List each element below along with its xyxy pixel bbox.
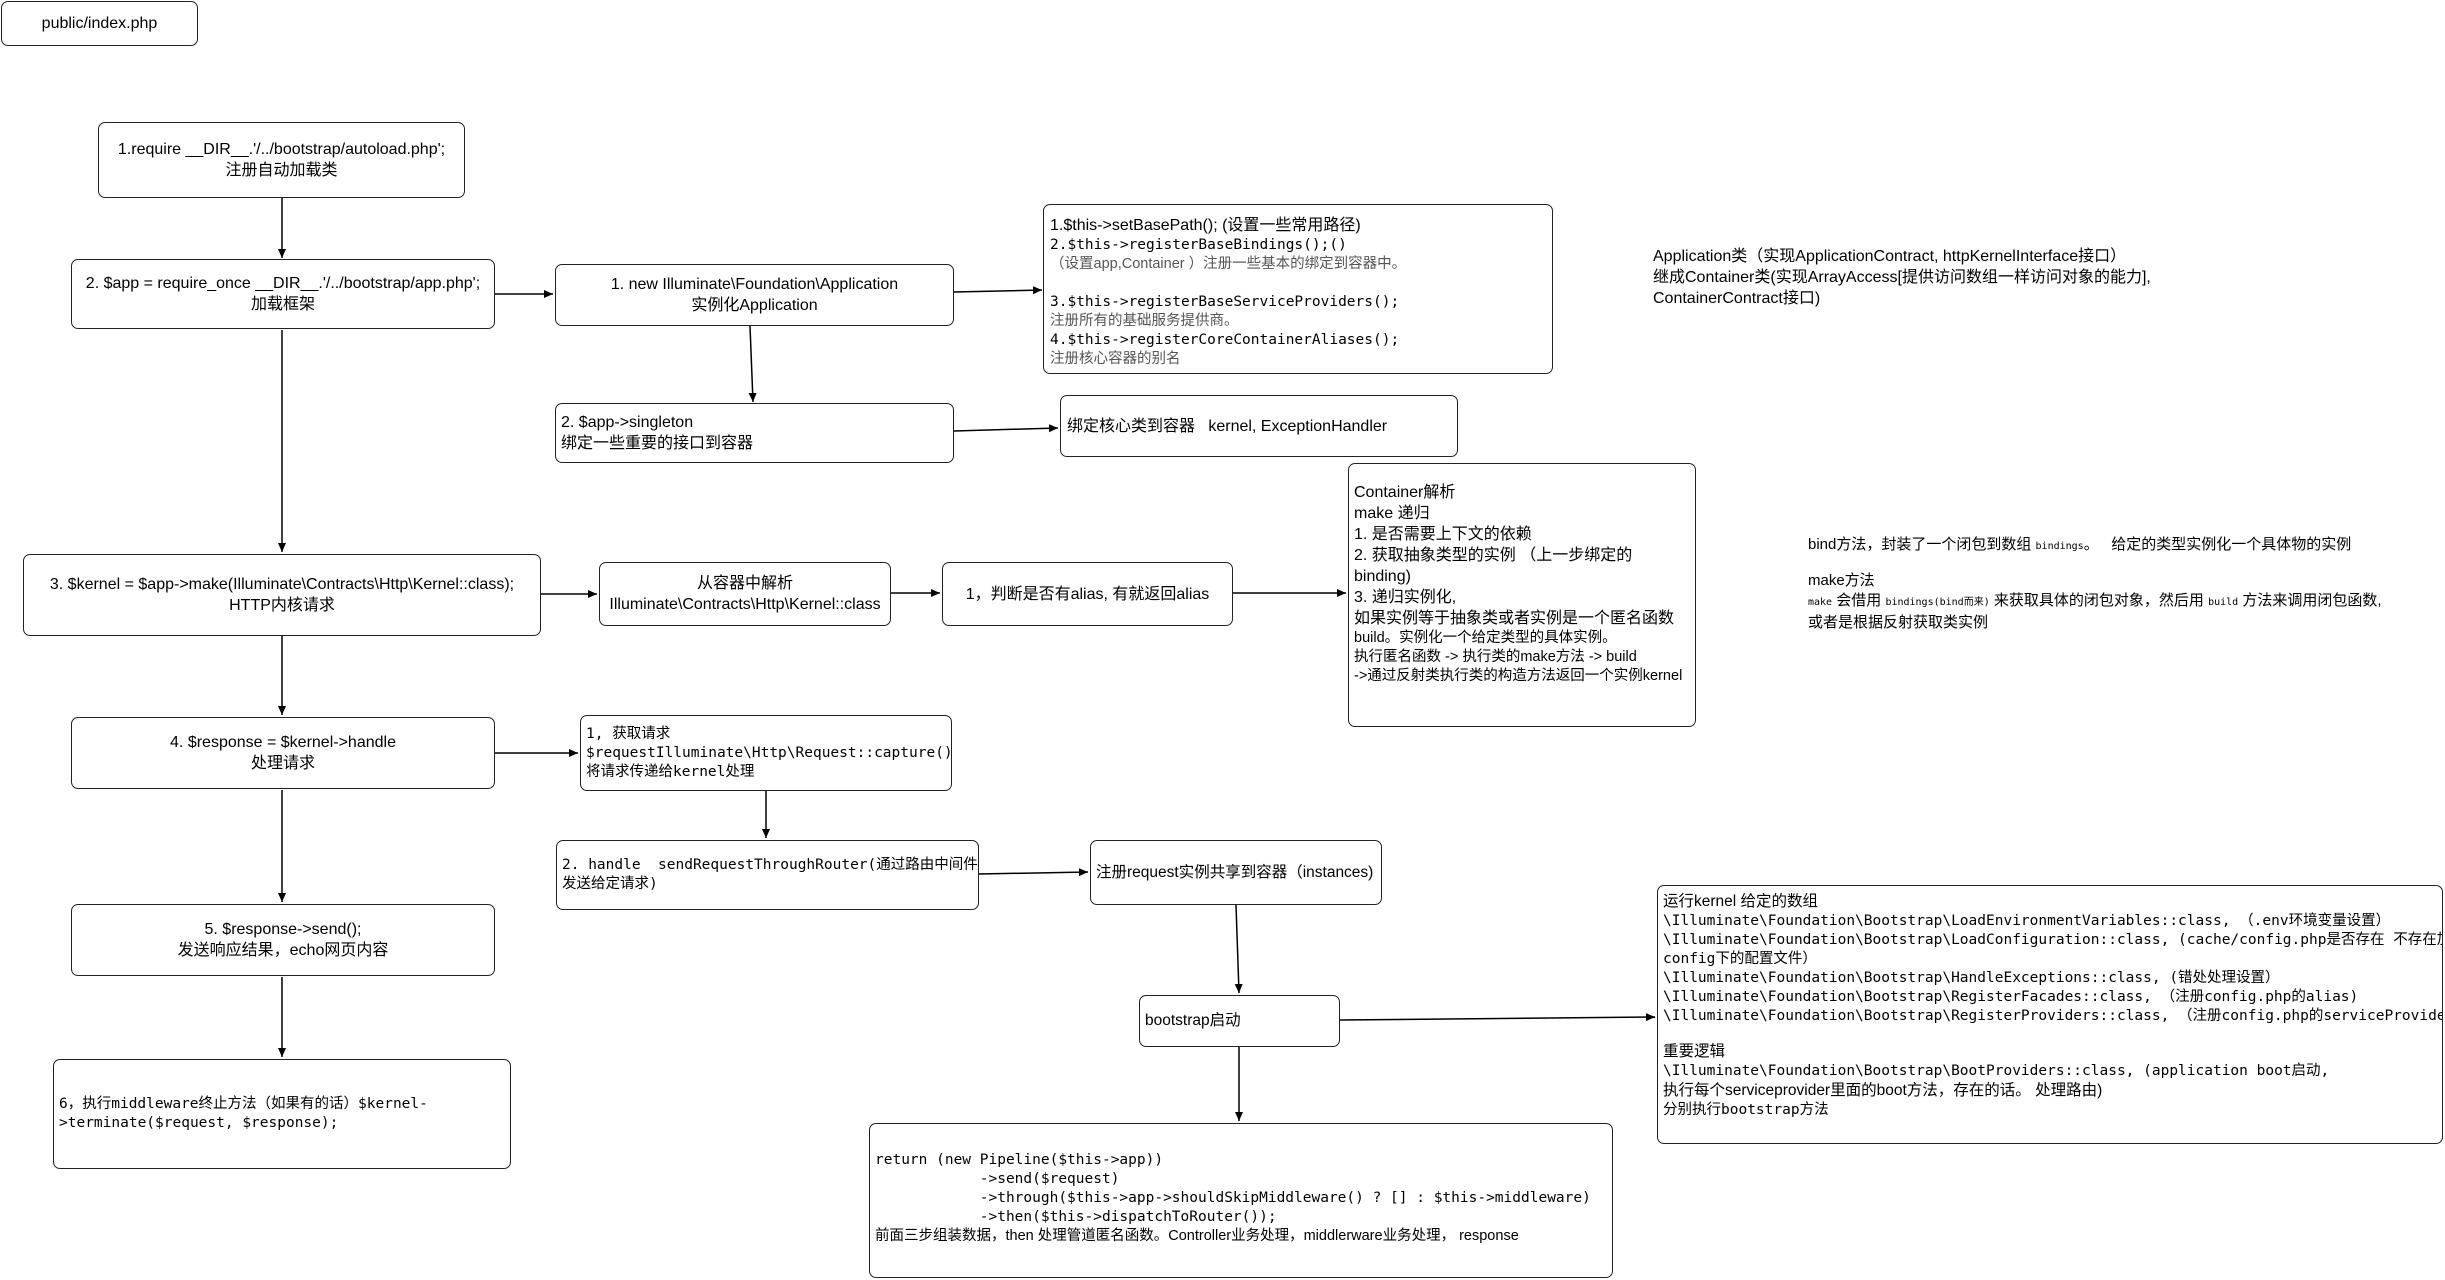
bootstrapper-facades: \Illuminate\Foundation\Bootstrap\Registe… [1663, 989, 2359, 1005]
container-step2: 2. 获取抽象类型的实例 （上一步绑定的 [1354, 547, 1633, 564]
bootstrapper-run: 分别执行bootstrap方法 [1663, 1102, 1829, 1118]
pipeline-line3: ->through($this->app->shouldSkipMiddlewa… [875, 1190, 1591, 1206]
ctor-set-base-path: 1.$this->setBasePath(); (设置一些常用路径) [1050, 217, 1361, 234]
capture-desc: 将请求传递给kernel处理 [586, 763, 755, 780]
pipeline-desc: 前面三步组装数据，then 处理管道匿名函数。Controller业务处理，mi… [875, 1228, 1519, 1244]
step6-line1: 6，执行middleware终止方法（如果有的话）$kernel- [59, 1096, 428, 1112]
resolve-kernel-title: 从容器中解析 [696, 575, 793, 592]
alias-check-text: 1，判断是否有alias, 有就返回alias [965, 585, 1210, 603]
ctor-register-service-providers: 3.$this->registerBaseServiceProviders(); [1050, 294, 1400, 310]
arrow-singleton-to-bind [953, 424, 1059, 433]
container-step1: 1. 是否需要上下文的依赖 [1354, 526, 1532, 543]
step5-code: 5. $response->send(); [204, 921, 362, 938]
make-note-line: make 会借用 bindings(bind而来) 来获取具体的闭包对象，然后用… [1808, 592, 2382, 609]
step1-code: 1.require __DIR__.'/../bootstrap/autoloa… [117, 141, 446, 158]
bind-core-text: 绑定核心类到容器 kernel, ExceptionHandler [1067, 417, 1388, 435]
step1-desc: 注册自动加载类 [225, 162, 338, 179]
make-note-title: make方法 [1808, 572, 1875, 589]
bootstrappers-key-logic: 重要逻辑 [1663, 1043, 1726, 1060]
pipeline-box: return (new Pipeline($this->app)) ->send… [869, 1123, 1613, 1278]
container-make-recursive: make 递归 [1354, 505, 1430, 522]
resolve-kernel-class: Illuminate\Contracts\Http\Kernel::class [609, 596, 881, 613]
handle-line1: 2. handle sendRequestThroughRouter(通过路由中… [562, 857, 978, 873]
alias-check-box: 1，判断是否有alias, 有就返回alias [942, 562, 1233, 626]
application-class-note: Application类（实现ApplicationContract, http… [1653, 246, 2151, 309]
container-step3-desc: 如果实例等于抽象类或者实例是一个匿名函数 [1354, 610, 1675, 627]
step6-line2: >terminate($request, $response); [59, 1115, 339, 1131]
step3-code: 3. $kernel = $app->make(Illuminate\Contr… [49, 576, 515, 593]
new-application-desc: 实例化Application [691, 297, 818, 314]
arrow-newapp-to-singleton [748, 325, 757, 403]
pipeline-line1: return (new Pipeline($this->app)) [875, 1152, 1164, 1168]
bootstrap-box: bootstrap启动 [1139, 995, 1340, 1047]
bootstrapper-config-cont: config下的配置文件） [1663, 951, 1817, 967]
handle-box: 2. handle sendRequestThroughRouter(通过路由中… [556, 840, 979, 910]
step4-box: 4. $response = $kernel->handle 处理请求 [71, 717, 495, 789]
step2-box: 2. $app = require_once __DIR__.'/../boot… [71, 259, 495, 329]
app-note-line2: 继成Container类(实现ArrayAccess[提供访问数组一样访问对象的… [1653, 269, 2151, 286]
bootstrapper-exceptions: \Illuminate\Foundation\Bootstrap\HandleE… [1663, 970, 2280, 986]
singleton-code: 2. $app->singleton [561, 414, 694, 431]
step4-code: 4. $response = $kernel->handle [170, 734, 396, 751]
bind-make-note: bind方法，封装了一个闭包到数组 bindings。 给定的类型实例化一个具体… [1808, 535, 2382, 633]
bootstrapper-config: \Illuminate\Foundation\Bootstrap\LoadCon… [1663, 932, 2443, 948]
bootstrap-text: bootstrap启动 [1145, 1012, 1241, 1029]
step3-desc: HTTP内核请求 [229, 597, 335, 614]
new-application-box: 1. new Illuminate\Foundation\Application… [555, 264, 954, 326]
ctor-aliases-desc: 注册核心容器的别名 [1050, 351, 1181, 367]
make-note-line2: 或者是根据反射获取类实例 [1808, 614, 1989, 631]
container-reflection: ->通过反射类执行类的构造方法返回一个实例kernel [1354, 668, 1683, 684]
container-exec-flow: 执行匿名函数 -> 执行类的make方法 -> build [1354, 649, 1637, 665]
app-note-line3: ContainerContract接口) [1653, 290, 1821, 307]
register-request-box: 注册request实例共享到容器（instances) [1090, 840, 1382, 905]
step6-box: 6，执行middleware终止方法（如果有的话）$kernel- >termi… [53, 1059, 511, 1169]
bind-note-line1: bind方法，封装了一个闭包到数组 bindings。 给定的类型实例化一个具体… [1808, 536, 2352, 553]
singleton-desc: 绑定一些重要的接口到容器 [561, 435, 754, 452]
arrow-instances-to-bootstrap [1234, 904, 1243, 994]
arrow-handle-to-instances [978, 868, 1089, 877]
file-title-box: public/index.php [1, 1, 198, 46]
step2-desc: 加载框架 [250, 296, 315, 313]
bootstrappers-title: 运行kernel 给定的数组 [1663, 893, 1819, 910]
arrow-newapp-to-ctor [953, 286, 1043, 295]
step3-box: 3. $kernel = $app->make(Illuminate\Contr… [23, 554, 541, 636]
step5-desc: 发送响应结果，echo网页内容 [177, 942, 389, 959]
ctor-register-aliases: 4.$this->registerCoreContainerAliases(); [1050, 332, 1400, 348]
bootstrapper-env: \Illuminate\Foundation\Bootstrap\LoadEnv… [1663, 913, 2391, 929]
bind-core-box: 绑定核心类到容器 kernel, ExceptionHandler [1060, 395, 1458, 457]
singleton-box: 2. $app->singleton 绑定一些重要的接口到容器 [555, 403, 954, 463]
bootstrapper-providers: \Illuminate\Foundation\Bootstrap\Registe… [1663, 1008, 2443, 1024]
capture-title: 1, 获取请求 [586, 725, 671, 742]
step2-code: 2. $app = require_once __DIR__.'/../boot… [85, 275, 481, 292]
ctor-register-base-bindings: 2.$this->registerBaseBindings();() [1050, 237, 1347, 253]
ctor-base-bindings-desc: （设置app,Container ）注册一些基本的绑定到容器中。 [1050, 256, 1407, 272]
pipeline-line4: ->then($this->dispatchToRouter()); [875, 1209, 1277, 1225]
container-title: Container解析 [1354, 484, 1456, 501]
bootstrappers-box: 运行kernel 给定的数组 \Illuminate\Foundation\Bo… [1657, 885, 2443, 1144]
step1-box: 1.require __DIR__.'/../bootstrap/autoloa… [98, 122, 465, 198]
ctor-service-providers-desc: 注册所有的基础服务提供商。 [1050, 313, 1239, 329]
bootstrapper-boot-desc: 执行每个serviceprovider里面的boot方法，存在的话。 处理路由) [1663, 1082, 2103, 1099]
container-build: build。实例化一个给定类型的具体实例。 [1354, 630, 1617, 646]
step4-desc: 处理请求 [250, 755, 315, 772]
resolve-kernel-box: 从容器中解析 Illuminate\Contracts\Http\Kernel:… [599, 562, 891, 626]
application-constructor-box: 1.$this->setBasePath(); (设置一些常用路径) 2.$th… [1043, 204, 1553, 374]
step5-box: 5. $response->send(); 发送响应结果，echo网页内容 [71, 904, 495, 976]
file-title-text: public/index.php [41, 15, 158, 32]
new-application-code: 1. new Illuminate\Foundation\Application [610, 276, 899, 293]
container-step2b: binding) [1354, 568, 1411, 585]
register-request-text: 注册request实例共享到容器（instances) [1096, 863, 1374, 881]
bootstrapper-boot: \Illuminate\Foundation\Bootstrap\BootPro… [1663, 1063, 2330, 1079]
container-make-box: Container解析 make 递归 1. 是否需要上下文的依赖 2. 获取抽… [1348, 463, 1696, 727]
capture-request-box: 1, 获取请求 $requestIlluminate\Http\Request:… [580, 715, 952, 791]
capture-code: $requestIlluminate\Http\Request::capture… [586, 744, 952, 761]
arrow-bootstrap-to-list [1339, 1013, 1656, 1022]
handle-line2: 发送给定请求) [562, 876, 658, 892]
app-note-line1: Application类（实现ApplicationContract, http… [1653, 248, 2127, 265]
container-step3: 3. 递归实例化, [1354, 589, 1457, 606]
pipeline-line2: ->send($request) [875, 1171, 1120, 1187]
